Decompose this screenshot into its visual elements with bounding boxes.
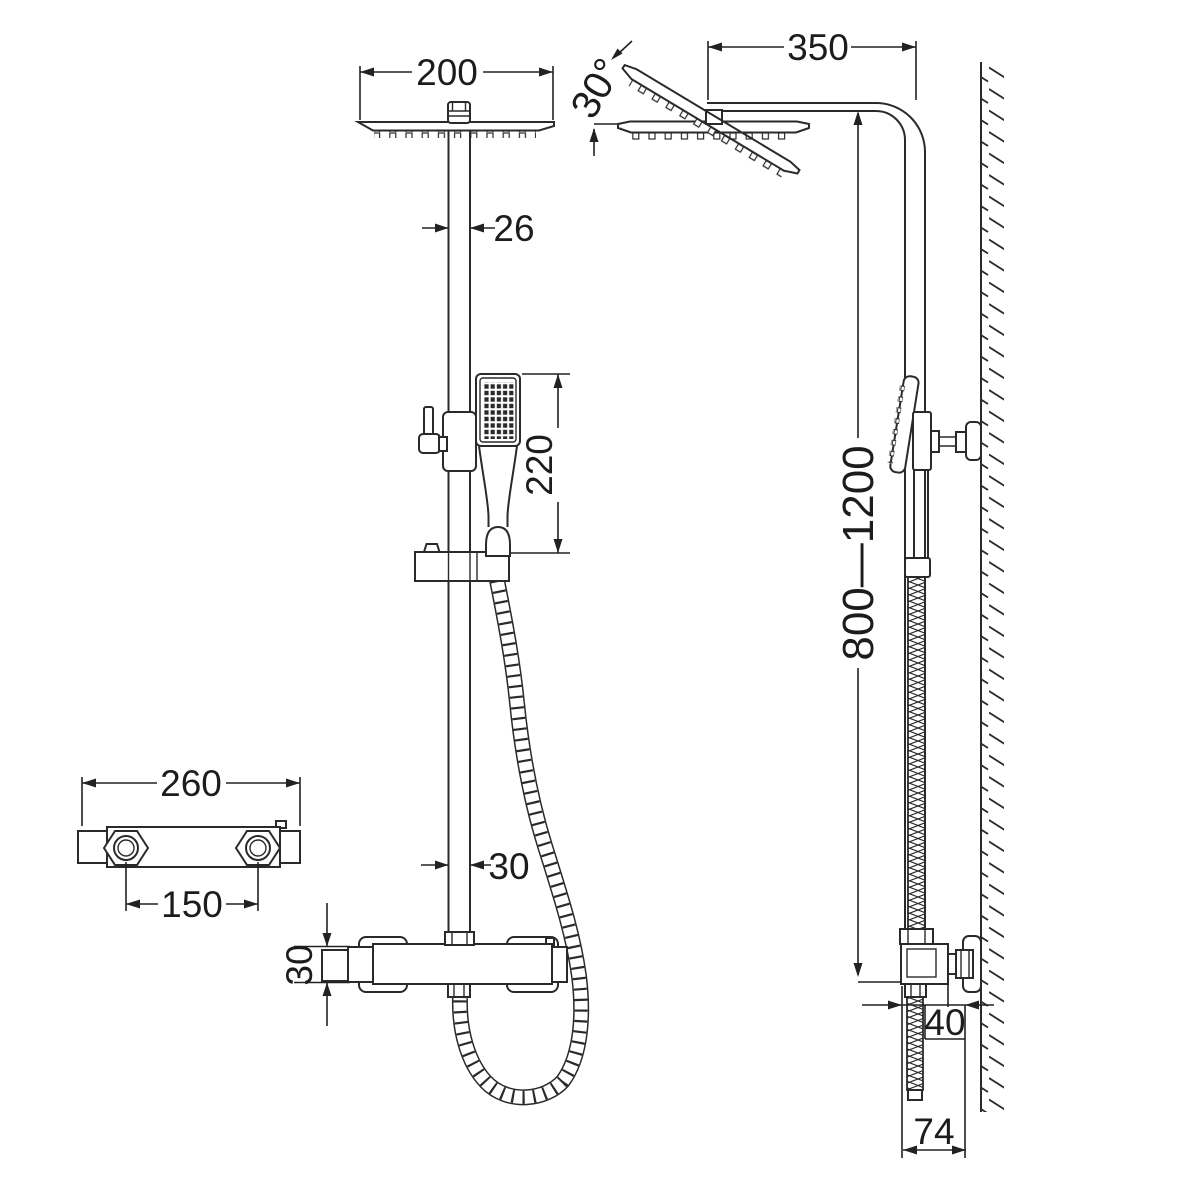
hand-shower-side xyxy=(887,375,982,578)
dim-head-width-label: 200 xyxy=(416,52,478,93)
dim-riser-height: 800—1200 xyxy=(834,111,902,983)
head-connector-front xyxy=(447,101,471,124)
dim-hand-shower-length-label: 220 xyxy=(519,434,560,496)
mixer-right-cap xyxy=(551,946,568,983)
dim-head-width: 200 xyxy=(359,52,554,120)
dim-valve-width-label: 260 xyxy=(160,763,222,804)
mixer-valve-front xyxy=(321,931,568,998)
arm-and-riser-side xyxy=(707,102,926,931)
dim-valve-height: 30 xyxy=(279,903,350,1026)
dim-pipe-lower-label: 30 xyxy=(488,846,529,887)
front-view: 200 26 xyxy=(279,52,590,1106)
mixer-left-cap xyxy=(321,949,349,982)
dim-arm-length-label: 350 xyxy=(787,27,849,68)
mixer-top-nut xyxy=(444,931,475,946)
dim-valve-depth: 74 xyxy=(903,1111,966,1155)
hand-shower-handle xyxy=(478,445,490,527)
dim-tilt-angle: 30° xyxy=(563,40,633,156)
dim-pipe-upper: 26 xyxy=(422,208,535,249)
rail-bracket-front xyxy=(418,406,477,472)
wall-hatching xyxy=(981,62,1004,1112)
hose-nut-dome xyxy=(485,525,511,557)
inlet-nut-left xyxy=(102,830,150,866)
valve-face-left-cap xyxy=(77,830,108,864)
dim-inlet-spacing: 150 xyxy=(125,862,259,925)
dim-wall-clearance-label: 40 xyxy=(924,1002,965,1043)
dim-wall-clearance: 40 xyxy=(862,984,994,1158)
dim-riser-height-label: 800—1200 xyxy=(834,445,883,660)
shower-hose-side xyxy=(907,576,926,931)
hand-shower-front xyxy=(475,373,521,527)
dim-inlet-spacing-label: 150 xyxy=(161,884,223,925)
dim-valve-depth-label: 74 xyxy=(913,1111,954,1152)
dim-pipe-upper-label: 26 xyxy=(493,208,534,249)
hand-shower-face-grid xyxy=(483,382,514,439)
overhead-nozzles-front xyxy=(374,131,536,138)
overhead-shower-side-tilted xyxy=(621,63,801,178)
lever-stem xyxy=(423,406,434,437)
valve-top-nut-side xyxy=(899,928,934,945)
wall xyxy=(980,62,1004,1112)
rail-wall-plate xyxy=(965,421,982,461)
overhead-shower-front xyxy=(354,101,555,138)
side-view: 30° 350 xyxy=(563,27,1004,1158)
valve-face-view: 260 150 xyxy=(77,763,301,925)
dim-arm-length: 350 xyxy=(707,27,917,100)
dim-valve-width: 260 xyxy=(81,763,301,826)
dim-valve-height-label: 30 xyxy=(279,944,320,985)
mixer-outlet-nut xyxy=(447,983,471,998)
shower-hose-front xyxy=(451,578,590,1106)
mixer-valve-side xyxy=(899,928,982,1101)
lever-elbow xyxy=(418,433,441,454)
dim-tilt-angle-label: 30° xyxy=(563,51,631,125)
lever-knob xyxy=(438,436,448,452)
dim-hand-shower-length: 220 xyxy=(511,373,570,554)
valve-face-right-cap xyxy=(279,830,301,864)
hand-shower-holder-side xyxy=(912,411,932,471)
dim-pipe-lower: 30 xyxy=(421,846,530,887)
riser-pipe-front xyxy=(447,130,471,933)
valve-outlet-nut-side xyxy=(904,983,927,998)
hose-nut-side xyxy=(904,557,931,578)
slider-bracket-front xyxy=(414,525,511,582)
inlet-nut-right xyxy=(234,830,282,866)
hose-tail-side xyxy=(906,996,924,1091)
valve-body-face xyxy=(77,820,301,868)
